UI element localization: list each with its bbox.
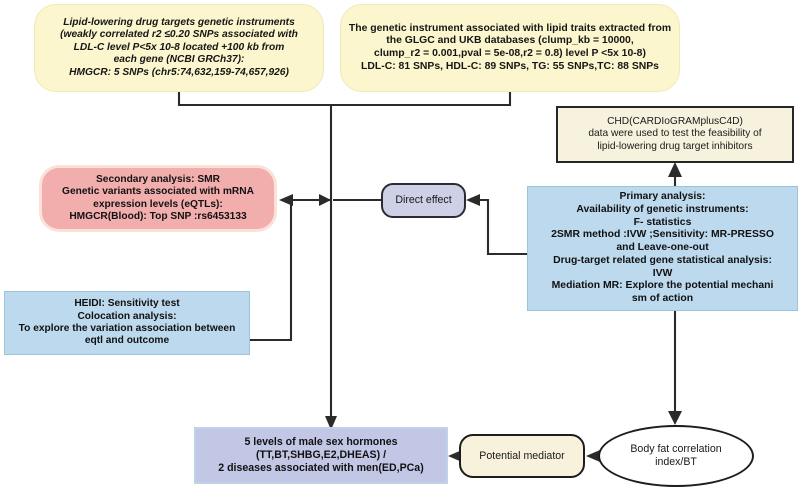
- node-potential-mediator: Potential mediator: [459, 434, 585, 478]
- arrowhead-direct-to-bus: [319, 194, 331, 206]
- node-body-fat-correlation-index: Body fat correlation index/BT: [598, 425, 754, 487]
- arrowhead-primary-to-bodyfat: [668, 411, 682, 425]
- node-secondary-analysis-smr: Secondary analysis: SMR Genetic variants…: [39, 165, 277, 232]
- arrowhead-bus-to-secondary: [279, 194, 293, 206]
- node-genetic-instruments: Lipid-lowering drug targets genetic inst…: [34, 4, 324, 92]
- node-direct-effect: Direct effect: [381, 183, 466, 218]
- arrowhead-primary-to-direct: [466, 194, 480, 206]
- edge-primary-to-direct: [474, 198, 527, 256]
- edge-glgc-to-bus: [331, 92, 512, 107]
- node-primary-analysis: Primary analysis: Availability of geneti…: [527, 186, 798, 311]
- node-glgc-ukb-instrument: The genetic instrument associated with l…: [340, 4, 680, 92]
- node-chd-outcome: CHD(CARDIoGRAMplusC4D) data were used to…: [556, 106, 794, 163]
- arrowhead-primary-to-chd: [668, 162, 682, 177]
- node-heidi-colocation: HEIDI: Sensitivity test Colocation analy…: [4, 291, 250, 355]
- node-male-sex-hormones-outcomes: 5 levels of male sex hormones (TT,BT,SHB…: [194, 427, 448, 484]
- edge-instruments-to-bus: [177, 92, 331, 107]
